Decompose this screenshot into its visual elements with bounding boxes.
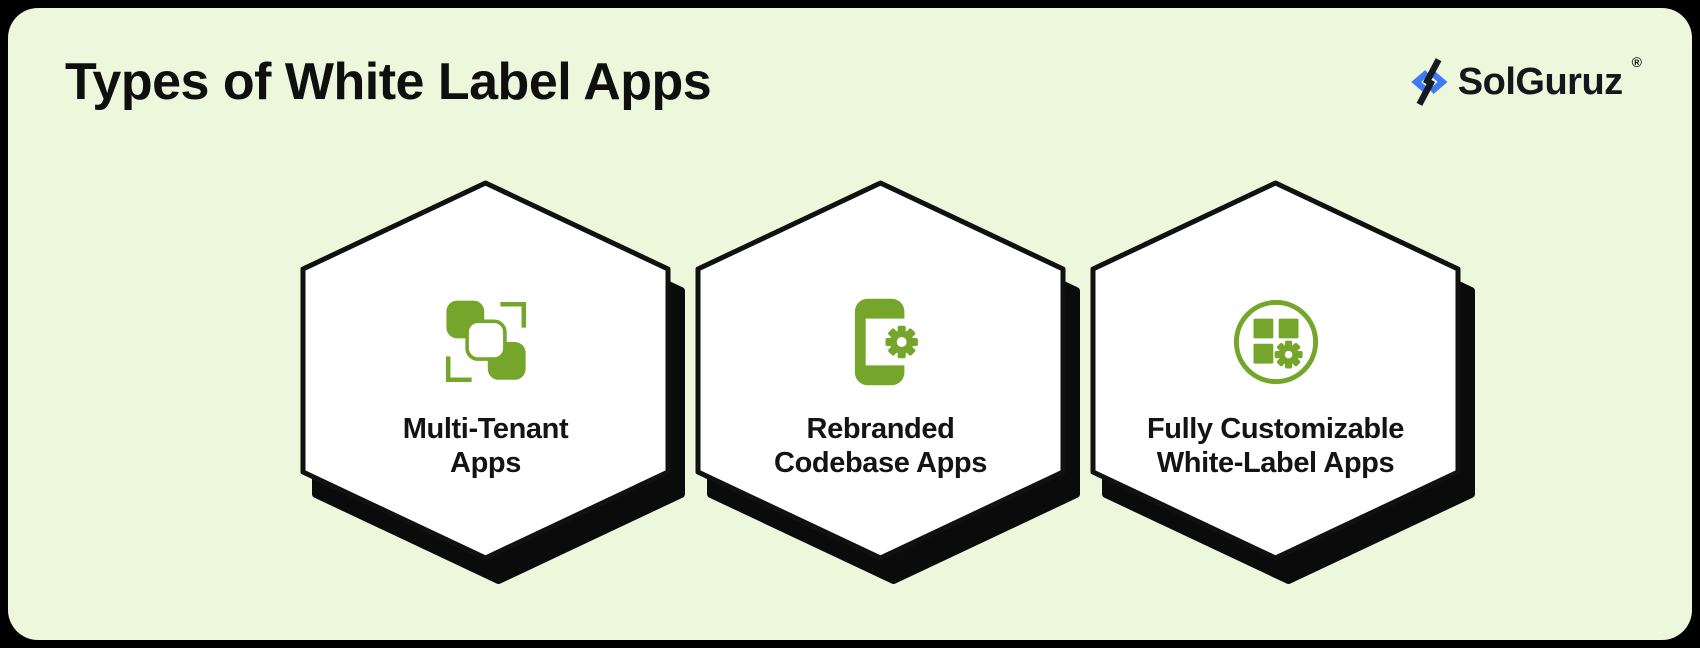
- card-rebranded-codebase-apps: Rebranded Codebase Apps: [695, 180, 1080, 584]
- card-label: Fully Customizable White-Label Apps: [1147, 413, 1404, 481]
- page-title: Types of White Label Apps: [65, 53, 712, 111]
- card-label: Multi-Tenant Apps: [402, 413, 569, 481]
- card-label-line1: Multi-Tenant: [402, 413, 569, 445]
- card-multi-tenant-apps: Multi-Tenant Apps: [300, 180, 685, 584]
- solguruz-bolt-icon: [1411, 58, 1448, 106]
- customizable-grid-gear-icon: [1233, 299, 1318, 385]
- logo-wordmark: SolGuruz: [1457, 60, 1623, 103]
- rebranded-phone-gear-icon: [854, 298, 918, 386]
- card-content: Fully Customizable White-Label Apps: [1093, 183, 1458, 558]
- card-label: Rebranded Codebase Apps: [774, 413, 987, 481]
- solguruz-logo: SolGuruz ®: [1409, 52, 1642, 112]
- card-label-line1: Fully Customizable: [1146, 413, 1405, 445]
- card-content: Multi-Tenant Apps: [303, 183, 668, 558]
- background-panel: Types of White Label Apps SolGuruz ®: [8, 8, 1692, 640]
- card-content: Rebranded Codebase Apps: [698, 183, 1063, 558]
- card-label-line2: Apps: [450, 446, 521, 479]
- card-row: Multi-Tenant Apps: [300, 180, 1475, 584]
- card-label-line1: Rebranded: [806, 413, 955, 445]
- card-label-line2: Codebase Apps: [774, 446, 987, 479]
- card-label-line2: White-Label Apps: [1156, 446, 1395, 479]
- multi-tenant-squares-icon: [445, 300, 526, 383]
- card-fully-customizable-white-label-apps: Fully Customizable White-Label Apps: [1090, 180, 1475, 584]
- registered-trademark-symbol: ®: [1631, 54, 1642, 70]
